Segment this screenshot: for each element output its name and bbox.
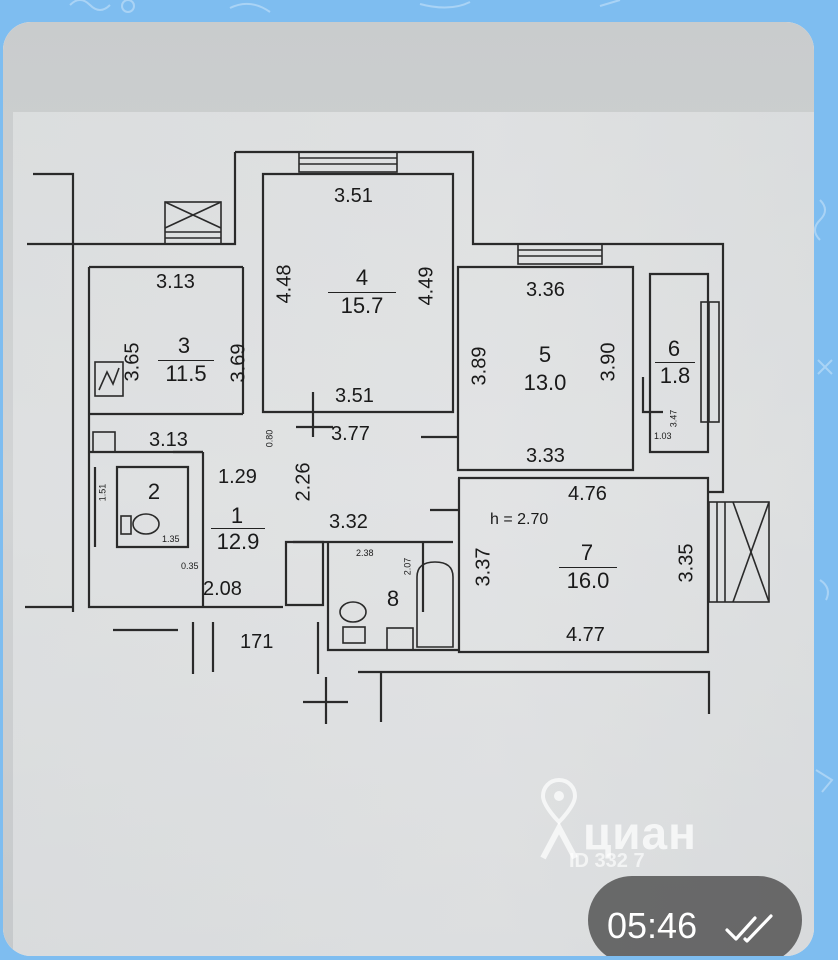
dim-r3-top: 3.13 bbox=[156, 271, 195, 293]
dim-r3-right: 3.69 bbox=[227, 343, 250, 383]
room-3-area: 11.5 bbox=[158, 360, 214, 385]
watermark-id: ID 332 7 bbox=[569, 850, 645, 872]
ceiling-height: h = 2.70 bbox=[490, 511, 549, 528]
dim-r3-bottom: 3.13 bbox=[149, 429, 188, 451]
dim-r6-a: 1.03 bbox=[654, 431, 672, 441]
room-7-area: 16.0 bbox=[559, 567, 617, 592]
dim-r7-right: 3.35 bbox=[675, 543, 698, 583]
image-message-bubble[interactable]: 3.51 4.48 4.49 4 15.7 3.51 3.13 3.65 3.6… bbox=[3, 22, 814, 956]
message-time: 05:46 bbox=[607, 905, 698, 946]
dim-r5-top: 3.36 bbox=[526, 279, 565, 301]
dim-hall-b: 0.80 bbox=[264, 429, 275, 448]
dim-r1-a: 0.35 bbox=[181, 561, 199, 571]
dim-r5-left: 3.89 bbox=[468, 346, 491, 386]
dim-hall-e: 3.32 bbox=[329, 511, 368, 533]
room-6-area: 1.8 bbox=[655, 362, 695, 387]
floor-plan-photo[interactable] bbox=[3, 22, 814, 956]
dim-hall-c: 1.29 bbox=[218, 466, 257, 488]
dim-r4-right: 4.49 bbox=[415, 266, 438, 306]
room-4-area: 15.7 bbox=[328, 292, 396, 317]
room-3-number: 3 bbox=[177, 333, 191, 358]
dim-r4-bottom: 3.51 bbox=[335, 385, 374, 407]
room-5-number: 5 bbox=[538, 342, 552, 367]
room-5-area: 13.0 bbox=[523, 370, 567, 395]
watermark-brand: циан bbox=[583, 807, 697, 859]
room-4-number: 4 bbox=[355, 265, 369, 290]
cian-location-pin-icon bbox=[540, 778, 578, 860]
dim-r2-b: 1.35 bbox=[162, 534, 180, 544]
dim-stair: 171 bbox=[240, 631, 274, 653]
dim-r4-left: 4.48 bbox=[273, 264, 296, 304]
room-7-number: 7 bbox=[580, 540, 594, 565]
dim-r3-left: 3.65 bbox=[121, 342, 144, 382]
dim-r7-left: 3.37 bbox=[472, 547, 495, 587]
dim-r7-bottom: 4.77 bbox=[566, 624, 605, 646]
dim-hall-d: 2.26 bbox=[292, 462, 315, 502]
dim-r1-b: 2.08 bbox=[203, 578, 242, 600]
dim-r5-right: 3.90 bbox=[597, 342, 620, 382]
dim-r8-a: 2.38 bbox=[356, 548, 374, 558]
dim-r2-a: 1.51 bbox=[97, 483, 108, 502]
message-time-pill bbox=[588, 876, 802, 956]
room-8-number: 8 bbox=[386, 586, 400, 611]
dim-r8-b: 2.07 bbox=[402, 557, 413, 576]
room-1-area: 12.9 bbox=[211, 528, 265, 553]
dim-hall-a: 3.77 bbox=[331, 423, 370, 445]
room-1-number: 1 bbox=[230, 503, 244, 528]
dim-r5-bottom: 3.33 bbox=[526, 445, 565, 467]
double-check-icon bbox=[725, 914, 773, 943]
room-6-number: 6 bbox=[667, 336, 681, 361]
dim-r7-top: 4.76 bbox=[568, 483, 607, 505]
dim-r4-top: 3.51 bbox=[334, 185, 373, 207]
room-2-number: 2 bbox=[147, 479, 161, 504]
dim-r6-b: 3.47 bbox=[668, 409, 679, 428]
